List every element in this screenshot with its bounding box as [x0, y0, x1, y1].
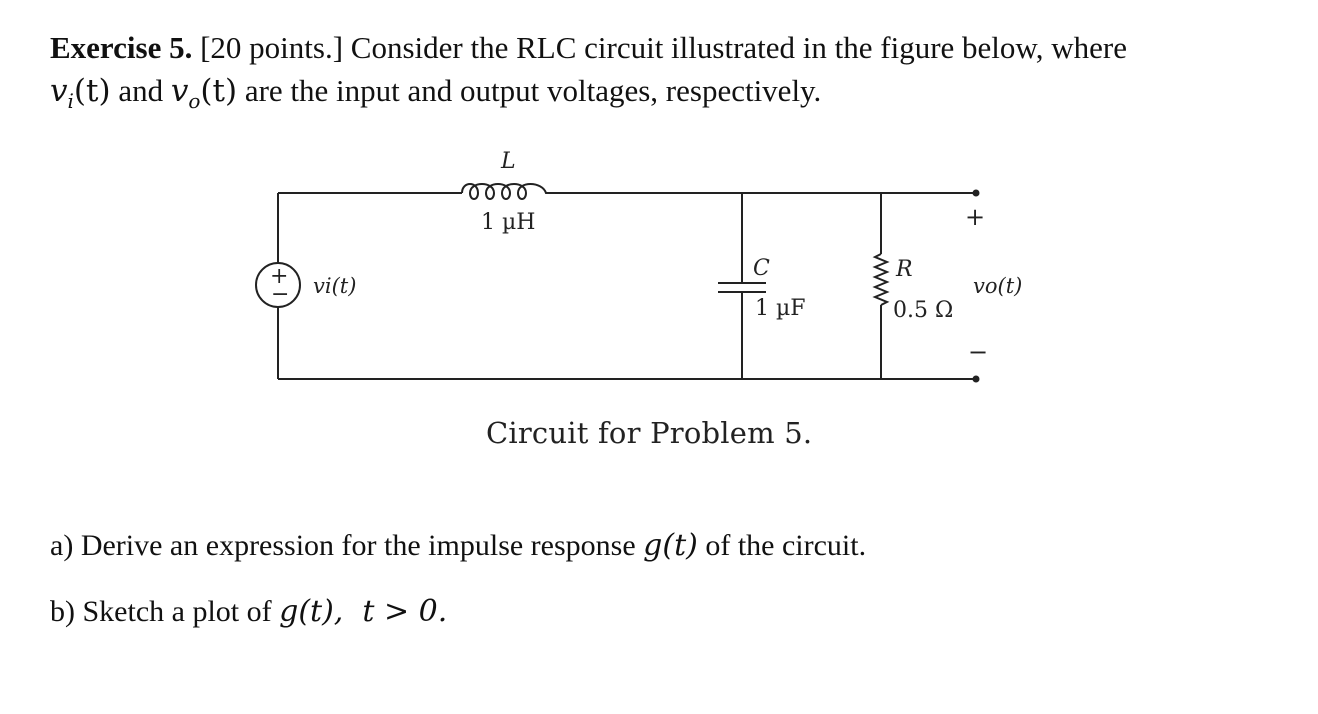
output-minus-sign: −: [968, 338, 988, 366]
output-terminal-bottom: [972, 375, 980, 383]
resistor-value: 0.5 Ω: [893, 298, 953, 323]
question-b-expression: g(t), t > 0.: [279, 594, 448, 629]
capacitor-value: 1 µF: [755, 296, 806, 321]
question-a-label: a): [50, 529, 74, 562]
and-word: and: [118, 73, 164, 108]
output-label: vo(t): [973, 274, 1022, 298]
exercise-points: [20 points.]: [200, 30, 344, 65]
input-voltage-symbol: vi(t): [50, 73, 111, 114]
question-b-text: Sketch a plot of: [82, 595, 272, 628]
voltage-source: [255, 262, 301, 308]
exercise-intro: Consider the RLC circuit illustrated in …: [350, 30, 1128, 65]
capacitor-symbol: C: [753, 256, 770, 281]
question-b-label: b): [50, 595, 75, 628]
question-a: a) Derive an expression for the impulse …: [50, 528, 866, 563]
exercise-intro-end: are the input and output voltages, respe…: [244, 73, 822, 108]
figure-caption: Circuit for Problem 5.: [486, 416, 813, 450]
exercise-label: Exercise 5.: [50, 30, 193, 65]
question-a-end: of the circuit.: [705, 529, 867, 562]
inductor-symbol: L: [500, 149, 516, 174]
source-label: vi(t): [313, 274, 356, 298]
resistor-zigzag: [872, 253, 890, 306]
output-terminal-top: [972, 189, 980, 197]
impulse-response-symbol: g(t): [643, 528, 698, 563]
source-minus-sign: −: [271, 282, 289, 307]
question-b: b) Sketch a plot of g(t), t > 0.: [50, 594, 447, 629]
resistor-symbol: R: [895, 257, 913, 282]
output-voltage-symbol: vo(t): [170, 73, 238, 114]
source-plus-sign: +: [270, 264, 288, 289]
question-a-text: Derive an expression for the impulse res…: [80, 529, 636, 562]
inductor-value: 1 µH: [481, 210, 535, 235]
inductor-coil: [461, 183, 552, 200]
output-plus-sign: +: [965, 203, 985, 231]
exercise-statement: Exercise 5. [20 points.] Consider the RL…: [50, 26, 1280, 123]
